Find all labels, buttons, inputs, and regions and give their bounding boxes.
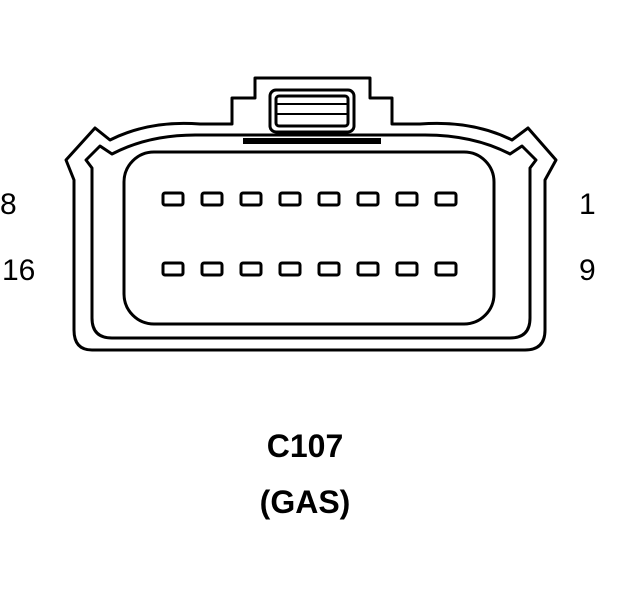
pin-6 (239, 191, 263, 207)
pin-label-bottom-left: 16 (2, 254, 36, 287)
housing-outer-outline (64, 76, 558, 352)
pin-cavity-frame (122, 150, 496, 326)
pin-5 (278, 191, 302, 207)
connector-id: C107 (266, 428, 344, 464)
pin-14 (239, 261, 263, 277)
pin-1 (434, 191, 458, 207)
connector-variant: (GAS) (259, 484, 351, 520)
pin-3 (356, 191, 380, 207)
pin-label-top-left: 8 (0, 188, 17, 221)
pin-11 (356, 261, 380, 277)
pin-16 (161, 261, 185, 277)
latch-inner (274, 94, 350, 128)
pin-9 (434, 261, 458, 277)
pin-label-bottom-right: 9 (579, 254, 596, 287)
pin-8 (161, 191, 185, 207)
pin-4 (317, 191, 341, 207)
housing-inner-outline (84, 133, 538, 340)
pin-label-top-right: 1 (579, 188, 596, 221)
pin-10 (395, 261, 419, 277)
pin-12 (317, 261, 341, 277)
pin-2 (395, 191, 419, 207)
latch-base (243, 138, 381, 144)
pin-13 (278, 261, 302, 277)
pin-15 (200, 261, 224, 277)
pin-7 (200, 191, 224, 207)
latch-outer (268, 88, 356, 134)
pin-group (161, 191, 458, 277)
